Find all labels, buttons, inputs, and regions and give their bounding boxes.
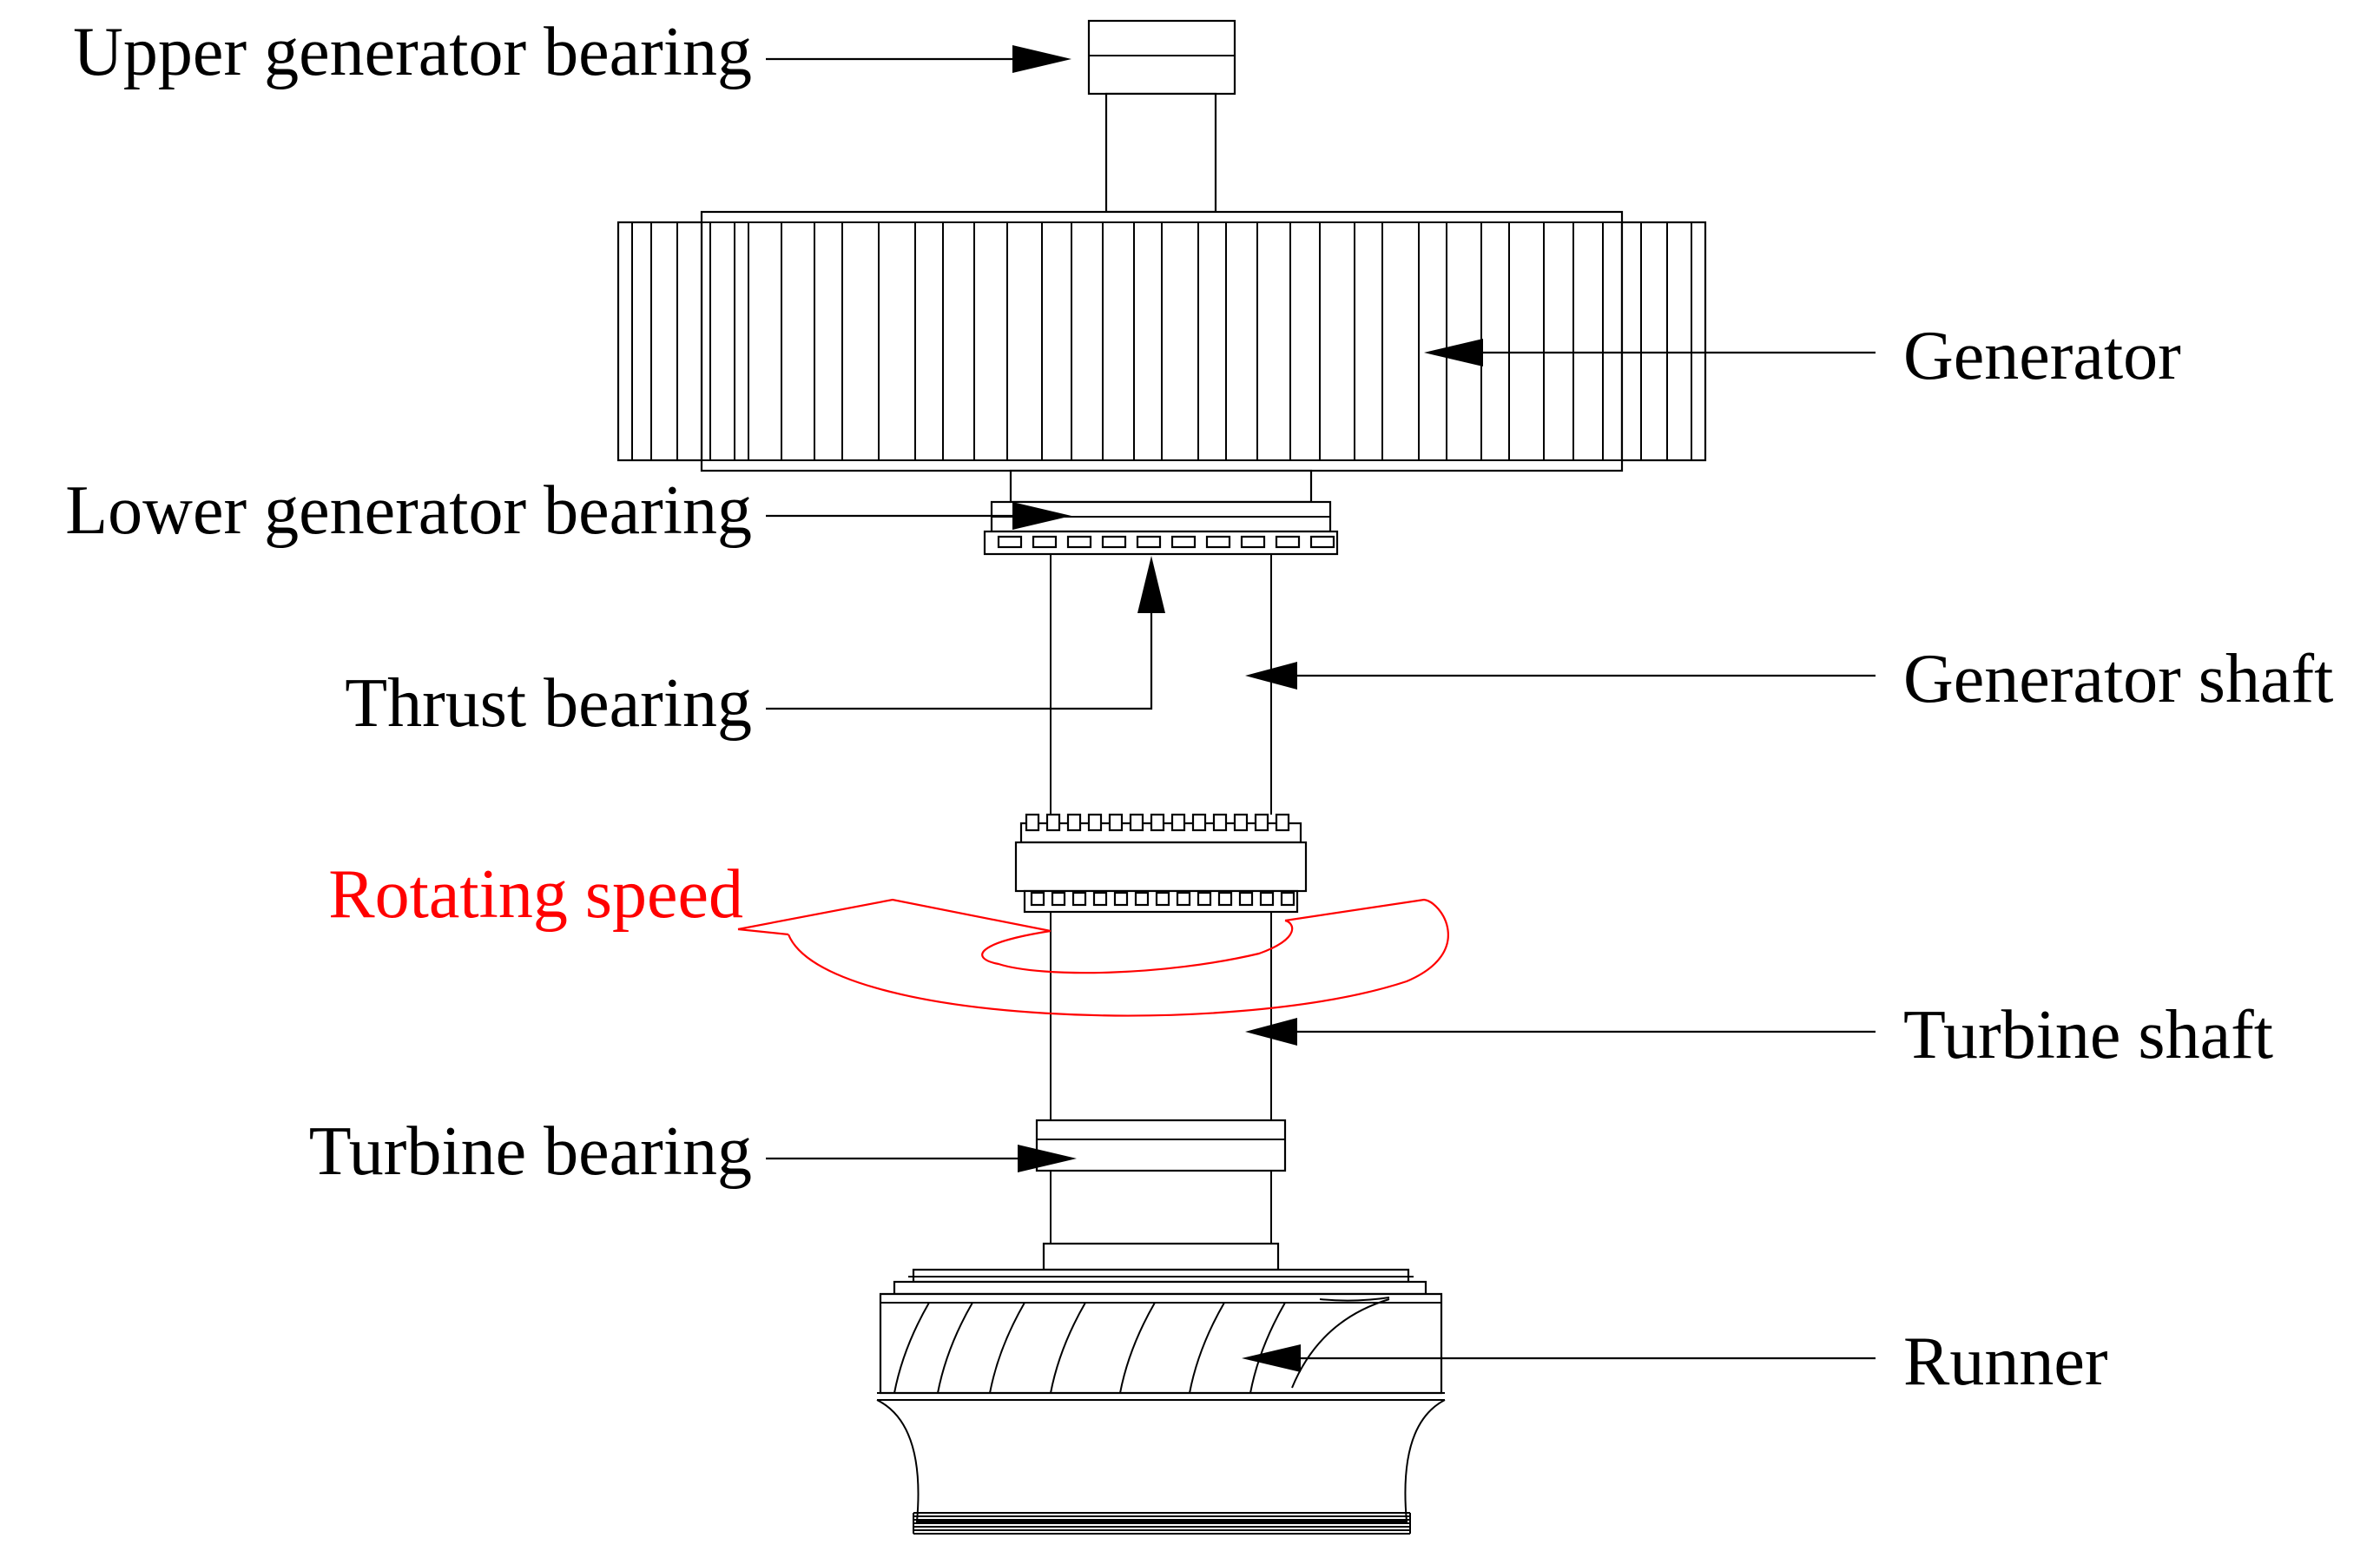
coupling-bolt [1217, 891, 1233, 907]
coupling-bolt [1030, 891, 1045, 907]
coupling-bolts-top [1025, 813, 1290, 832]
bearing-pad [1275, 535, 1301, 549]
runner-blade [1050, 1302, 1086, 1394]
coupling-bolt [1275, 813, 1290, 832]
upper-generator-bearing [1087, 19, 1236, 214]
bearing-pad [997, 535, 1023, 549]
coupling-bolt [1129, 813, 1144, 832]
turbine-bearing [1035, 1119, 1287, 1271]
coupling-bolt [1176, 891, 1191, 907]
label-turbine-bearing: Turbine bearing [309, 1113, 752, 1190]
coupling-bolt [1233, 813, 1249, 832]
coupling-bolt [1071, 891, 1087, 907]
bearing-pad [1136, 535, 1162, 549]
coupling-bolt [1170, 813, 1186, 832]
runner-blades [893, 1302, 1286, 1394]
coupling-bolt [1155, 891, 1170, 907]
label-lower-generator-bearing: Lower generator bearing [65, 472, 752, 549]
bearing-pad [1240, 535, 1266, 549]
generator-outer-flange-left [616, 221, 703, 462]
coupling-bolt [1113, 891, 1129, 907]
coupling-bolt [1254, 813, 1269, 832]
bearing-pad [1205, 535, 1231, 549]
lower-bearing-pads [997, 535, 1335, 549]
label-generator: Generator [1903, 318, 2181, 394]
coupling-bolt [1238, 891, 1254, 907]
bearing-pad [1309, 535, 1335, 549]
coupling-bolt [1212, 813, 1228, 832]
coupling-bolt [1087, 813, 1103, 832]
coupling-bolt [1051, 891, 1066, 907]
lower-generator-bearing [983, 469, 1339, 556]
label-upper-generator-bearing: Upper generator bearing [73, 14, 752, 90]
coupling-bolt [1197, 891, 1212, 907]
generator-outer-flange-right [1620, 221, 1707, 462]
generator-shaft [1050, 554, 1272, 815]
coupling-bolt [1045, 813, 1061, 832]
runner-blade [1189, 1302, 1225, 1394]
coupling-bolt [1191, 813, 1207, 832]
leader-thrust-bearing [766, 556, 1165, 710]
label-runner: Runner [1903, 1324, 2108, 1400]
label-turbine-shaft: Turbine shaft [1903, 997, 2273, 1073]
runner-blade [1249, 1302, 1286, 1394]
runner-blade [989, 1302, 1025, 1394]
runner-blade [937, 1302, 973, 1394]
turbine-shaft [1050, 912, 1272, 1120]
coupling-bolt [1092, 891, 1108, 907]
generator [616, 210, 1707, 472]
leader-runner [1242, 1344, 1876, 1372]
coupling-bolt [1259, 891, 1275, 907]
runner [876, 1268, 1446, 1535]
label-thrust-bearing: Thrust bearing [345, 665, 752, 742]
label-rotating-speed: Rotating speed [328, 856, 743, 933]
bearing-pad [1170, 535, 1197, 549]
coupling-bolt [1066, 813, 1082, 832]
coupling-bolts-bottom [1030, 891, 1295, 907]
leader-turbine-shaft [1245, 1018, 1876, 1046]
bearing-pad [1066, 535, 1092, 549]
leader-generator-shaft [1245, 662, 1876, 690]
coupling-bolt [1134, 891, 1150, 907]
runner-discharge-ring [913, 1512, 1411, 1535]
shaft-coupling [1014, 813, 1308, 914]
coupling-bolt [1150, 813, 1165, 832]
bearing-pad [1032, 535, 1058, 549]
leader-generator [1424, 339, 1876, 366]
rotation-arrow [737, 898, 1449, 1017]
runner-blade [893, 1302, 930, 1394]
leader-upper-generator-bearing [766, 45, 1071, 73]
bearing-pad [1101, 535, 1127, 549]
runner-blade [1119, 1302, 1156, 1394]
coupling-bolt [1025, 813, 1040, 832]
coupling-bolt [1280, 891, 1295, 907]
coupling-bolt [1108, 813, 1124, 832]
leader-turbine-bearing [766, 1145, 1077, 1172]
leader-lower-generator-bearing [766, 502, 1071, 530]
label-generator-shaft: Generator shaft [1903, 641, 2333, 717]
